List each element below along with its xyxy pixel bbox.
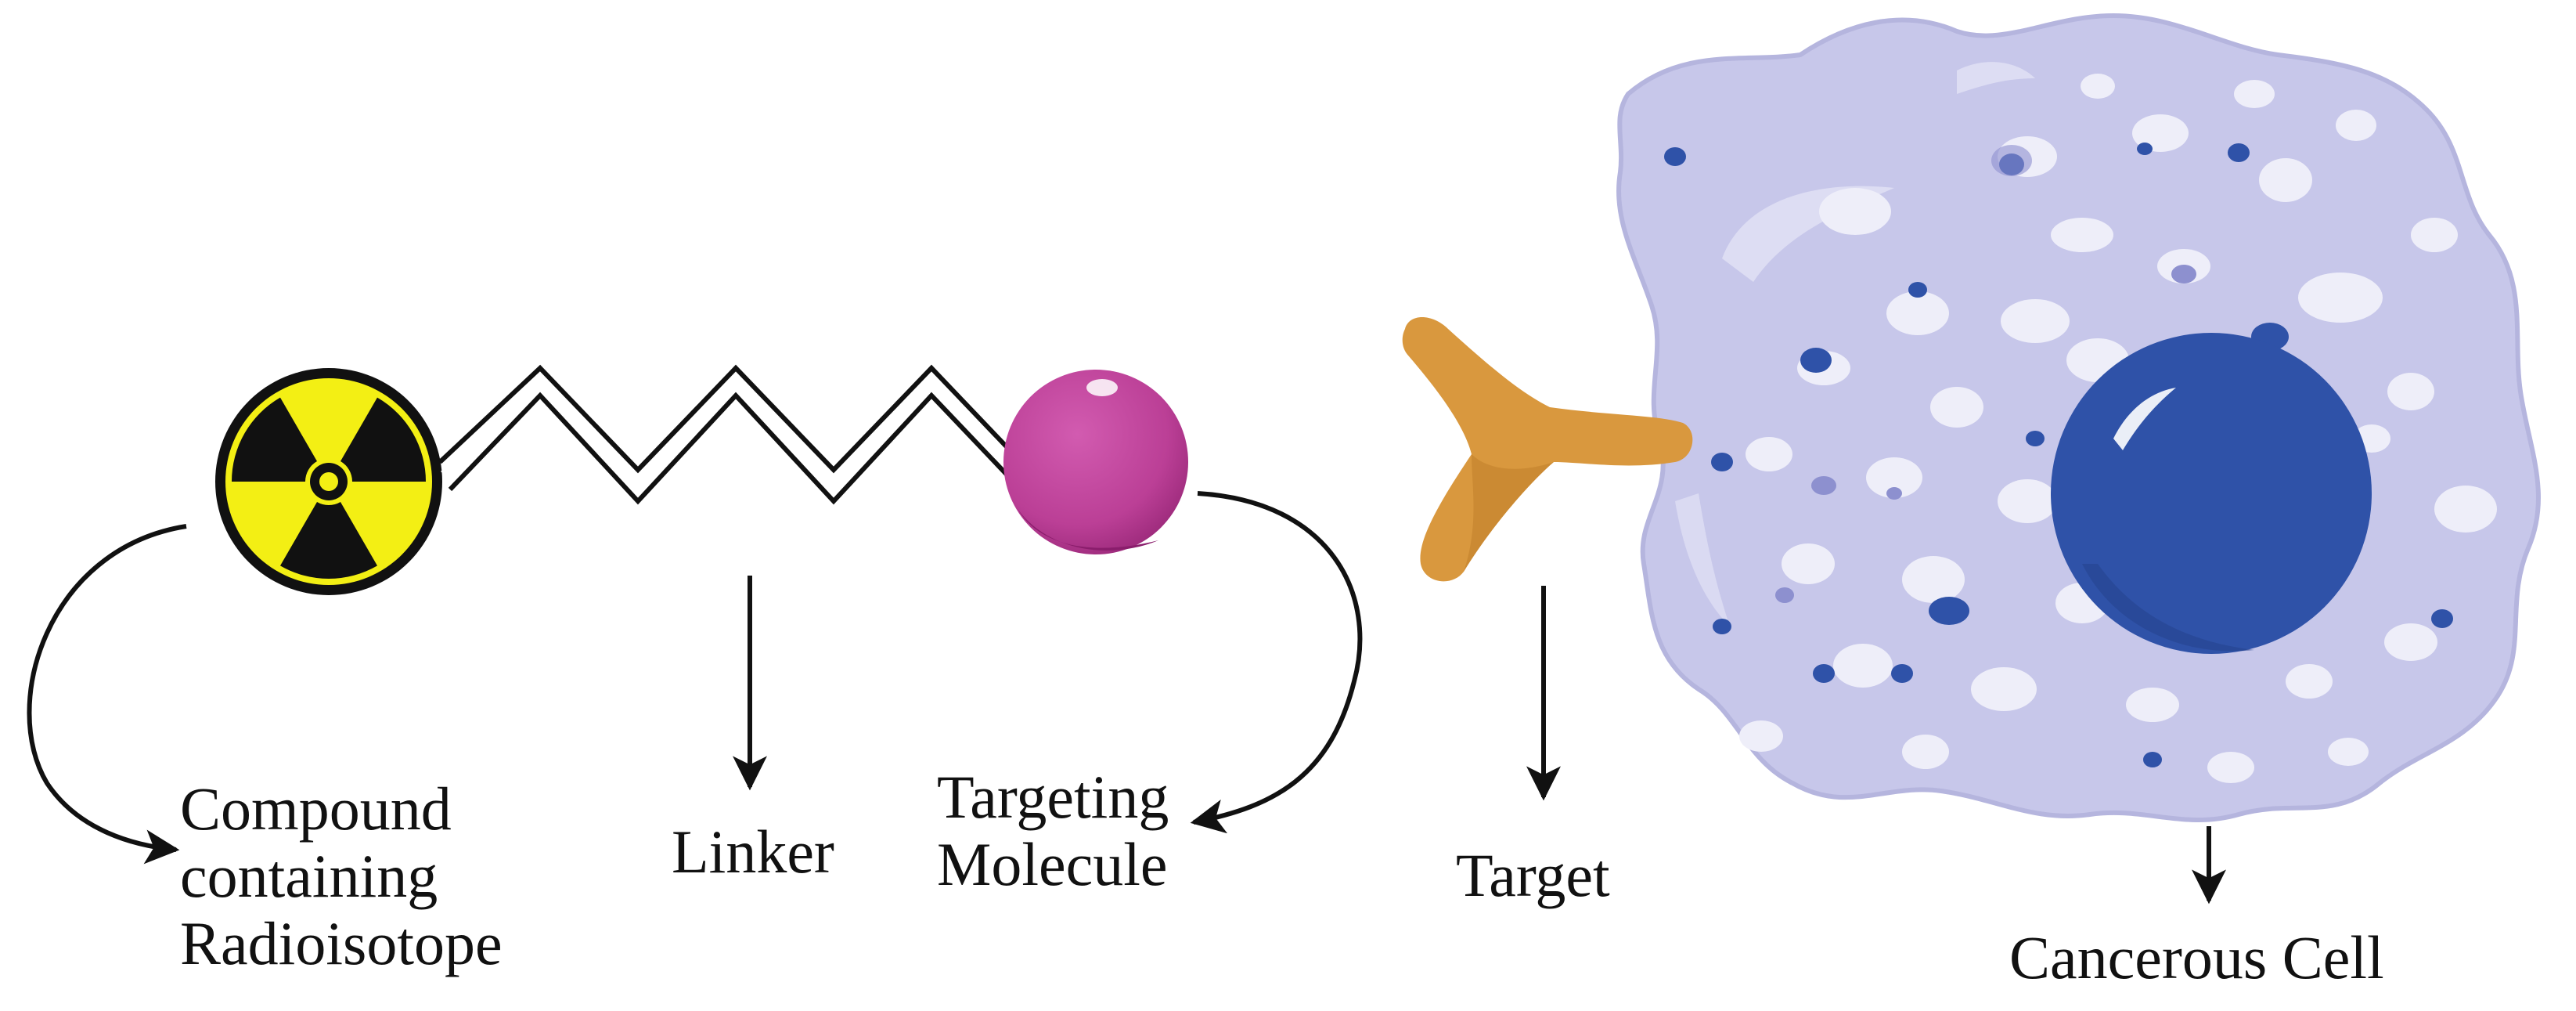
label-targeting: Targeting Molecule — [937, 764, 1169, 898]
arrows — [27, 491, 2226, 904]
membrane-highlight — [1675, 493, 1730, 626]
label-compound-line2: containing — [180, 842, 438, 910]
label-linker: Linker — [672, 818, 834, 886]
nucleus — [2051, 333, 2372, 654]
trefoil-blade — [280, 501, 377, 579]
label-target: Target — [1456, 842, 1610, 909]
label-targeting-line1: Targeting — [937, 763, 1169, 831]
targeting-molecule-icon — [1003, 370, 1188, 554]
arrow-targeting — [1190, 491, 1363, 834]
trefoil-blade — [340, 397, 426, 482]
label-target-text: Target — [1456, 841, 1610, 909]
label-compound-line1: Compound — [180, 774, 452, 843]
trefoil-center-hole — [319, 472, 338, 491]
label-cell: Cancerous Cell — [2009, 924, 2384, 991]
trefoil-blade — [232, 397, 317, 482]
label-targeting-line2: Molecule — [937, 830, 1168, 898]
arrow-compound — [27, 524, 187, 865]
label-cell-text: Cancerous Cell — [2009, 923, 2384, 991]
membrane-highlight — [1957, 62, 2035, 94]
nucleus-shading — [2082, 564, 2254, 652]
cell-vesicles — [1739, 74, 2497, 783]
label-compound-line3: Radioisotope — [180, 909, 503, 977]
label-linker-text: Linker — [672, 818, 834, 886]
nucleus-highlight — [2113, 388, 2176, 450]
cancer-cell-icon — [1616, 13, 2541, 823]
linker-chain-fill — [441, 373, 1016, 494]
radiation-trefoil-icon — [215, 368, 442, 595]
linker-chain — [438, 364, 1016, 505]
label-compound: Compound containing Radioisotope — [180, 775, 503, 977]
target-shadow — [1464, 454, 1554, 572]
membrane-highlight — [1722, 186, 1894, 282]
cell-granules-light — [1775, 145, 2196, 603]
